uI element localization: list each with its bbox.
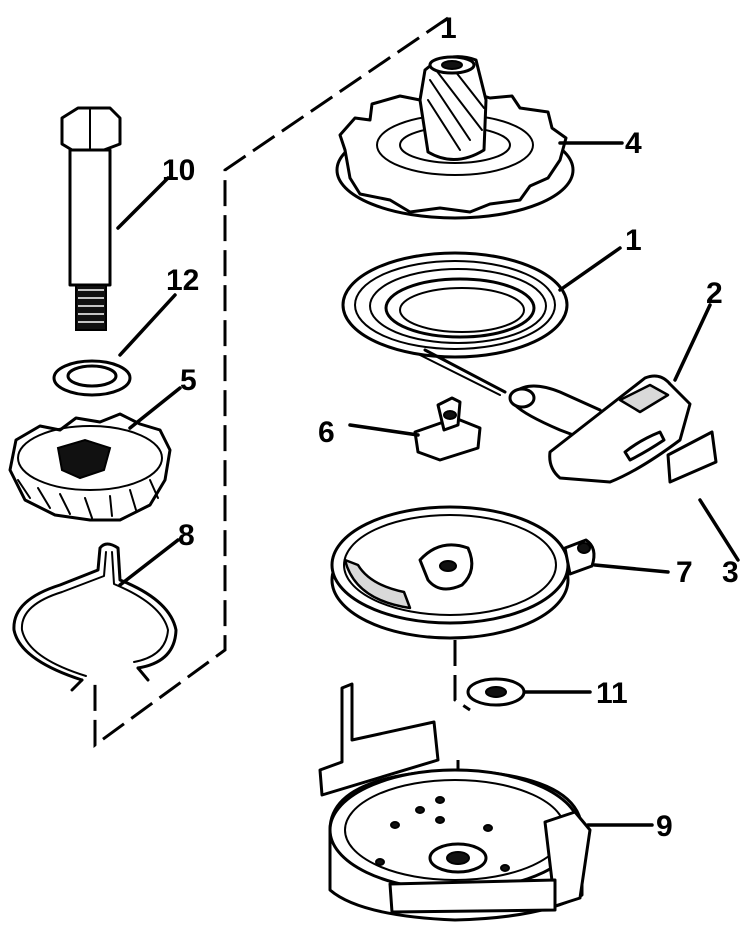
callout-3: 3 [722, 556, 739, 589]
callout-1-top: 1 [440, 12, 457, 45]
part-washer-large [52, 359, 132, 397]
callout-10: 10 [162, 154, 195, 187]
part-starter-handle [508, 374, 692, 484]
callout-4: 4 [625, 127, 642, 160]
callout-8: 8 [178, 519, 195, 552]
part-starter-pinion [335, 55, 575, 220]
part-rope-pulley [330, 505, 596, 640]
callout-1-spring: 1 [625, 224, 642, 257]
part-spring-retainer [413, 396, 482, 462]
part-bolt [60, 106, 122, 331]
callout-12: 12 [166, 264, 199, 297]
part-washer-small [466, 677, 526, 707]
part-recoil-spring-coil [341, 251, 569, 396]
housing-holes [375, 796, 510, 872]
part-friction-ring [8, 412, 172, 522]
part-starter-housing [318, 682, 592, 922]
part-handle-insert [666, 430, 718, 484]
leader-lines [116, 141, 740, 827]
callout-9: 9 [656, 810, 673, 843]
callout-2: 2 [706, 277, 723, 310]
callout-11: 11 [596, 677, 628, 710]
center-axis-dashed-line-lower [453, 640, 471, 712]
callout-5: 5 [180, 364, 197, 397]
part-spring-clip [12, 542, 178, 692]
callout-6: 6 [318, 416, 335, 449]
assembly-dashed-line [93, 16, 449, 748]
callout-7: 7 [676, 556, 693, 589]
